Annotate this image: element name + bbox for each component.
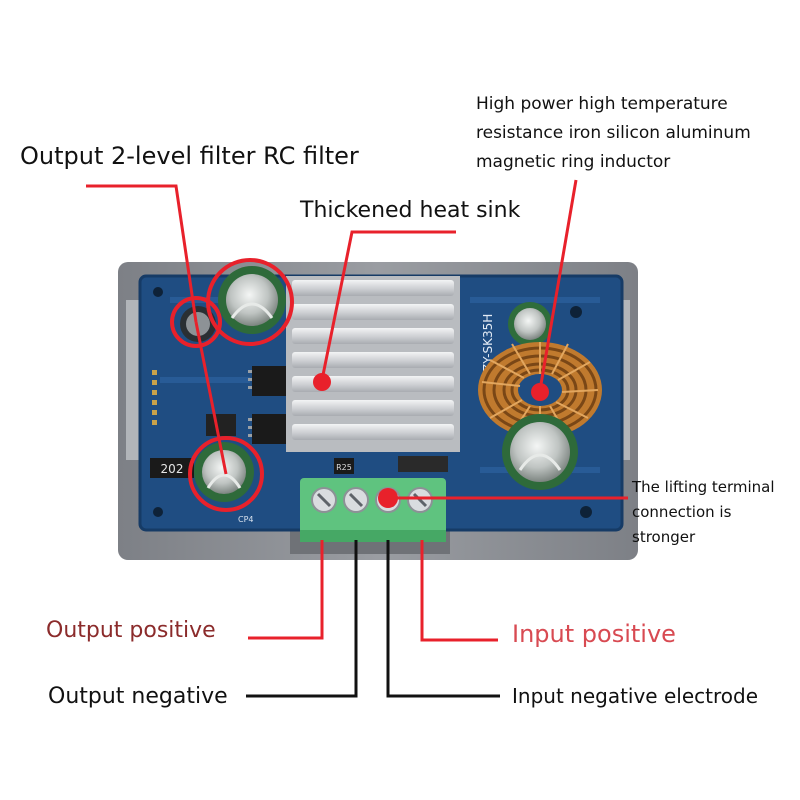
inductor-label-line-2: resistance iron silicon aluminum (476, 123, 751, 143)
lifting-terminal-label: The lifting terminal connection is stron… (632, 475, 775, 550)
terminal-callout (378, 488, 628, 508)
heat-sink-callout (313, 230, 456, 391)
lifting-terminal-line-1: The lifting terminal (632, 478, 775, 496)
output-positive-line (248, 540, 324, 640)
input-positive-label: Input positive (512, 620, 676, 648)
output-negative-line (246, 540, 358, 698)
input-negative-line (386, 540, 500, 698)
capacitor-top-right (508, 302, 552, 346)
output-positive-label: Output positive (46, 618, 216, 643)
input-negative-label: Input negative electrode (512, 684, 758, 708)
capacitor-bottom-right (502, 414, 578, 490)
heat-sink (286, 276, 460, 452)
model-label: ZY-SK35H (481, 314, 495, 372)
capacitor-bottom-left (194, 442, 254, 502)
ref-designator: CP4 (238, 515, 254, 524)
component-code: 202 (161, 462, 184, 476)
capacitor-top-left (218, 266, 286, 334)
input-positive-line (420, 540, 498, 642)
filter-label: Output 2-level filter RC filter (20, 142, 359, 170)
lifting-terminal-line-3: stronger (632, 528, 696, 546)
inductor-callout (531, 179, 578, 401)
inductor-label: High power high temperature resistance i… (476, 90, 751, 177)
lifting-terminal-line-2: connection is (632, 503, 732, 521)
terminal-block (300, 478, 446, 542)
capacitor-small-left (180, 306, 216, 342)
filter-callout (86, 184, 294, 512)
output-negative-label: Output negative (48, 684, 228, 709)
heat-sink-label: Thickened heat sink (300, 198, 521, 223)
ic-chips: 202 R25 CP4 (150, 366, 448, 524)
inductor-label-line-1: High power high temperature (476, 94, 728, 114)
inductor-label-line-3: magnetic ring inductor (476, 152, 671, 172)
resistor-code: R25 (336, 463, 352, 472)
